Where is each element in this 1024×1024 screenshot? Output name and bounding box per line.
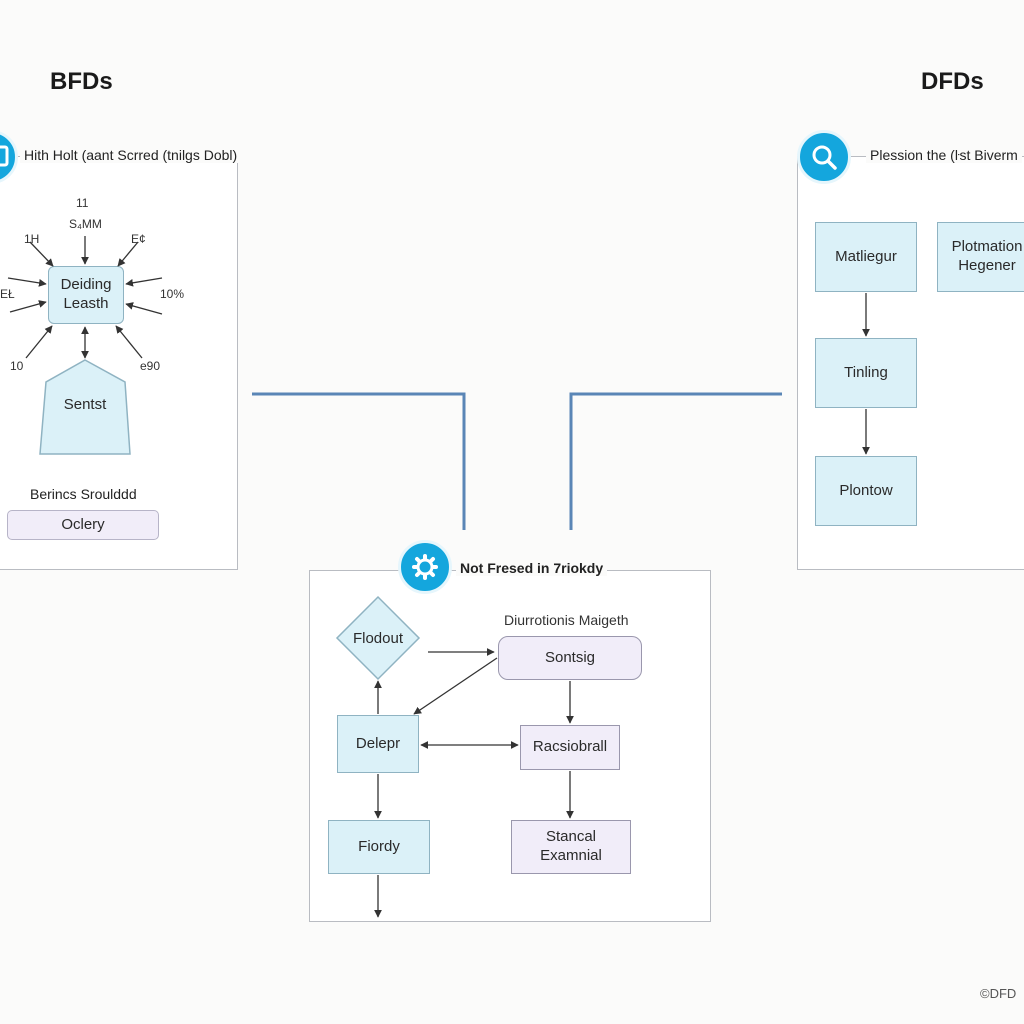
connector-left (252, 392, 466, 530)
fiordy-box: Fiordy (328, 820, 430, 874)
dfd-panel-title: Plession the (ŀst Biverm (866, 147, 1022, 163)
label-bottom-right: e90 (140, 359, 161, 373)
oclery-bar: Oclery (7, 510, 159, 540)
label-bottom-left: 10 (10, 359, 24, 373)
bfd-caption: Berincs Sroulddd (30, 486, 137, 502)
central-process-box: Deiding Leasth (48, 266, 124, 324)
connector-right (569, 392, 782, 530)
center-panel-title: Not Fresed in 7riokdy (456, 560, 608, 576)
diamond-label: Flodout (352, 629, 404, 647)
sontsig-box: Sontsig (498, 636, 642, 680)
label-left: EŁ (0, 287, 15, 301)
flodout-diamond (335, 595, 421, 681)
racsiobrall-box: Racsiobrall (520, 725, 620, 770)
label-top-right: E¢ (131, 232, 146, 246)
pentagon-label: Sentst (63, 395, 107, 413)
bfds-heading: BFDs (50, 68, 113, 95)
center-subtitle: Diurrotionis Maigeth (504, 612, 629, 628)
plotmation-box: Plotmation Hegener (937, 222, 1024, 292)
matliegur-box: Matliegur (815, 222, 917, 292)
plontow-box: Plontow (815, 456, 917, 526)
search-icon (797, 130, 851, 184)
label-top-left: 1H (24, 232, 40, 246)
label-top2: S₄MM (69, 217, 102, 231)
footer-watermark: ©DFD (980, 986, 1017, 1001)
bfd-panel (0, 156, 238, 570)
delepr-box: Delepr (337, 715, 419, 773)
bfd-panel-title: Hith Holt (aant Scrred (tnilgs Dobl) (20, 147, 242, 163)
gear-icon (398, 540, 452, 594)
label-top1: 11 (76, 196, 89, 210)
stancal-box: Stancal Examnial (511, 820, 631, 874)
tinling-box: Tinling (815, 338, 917, 408)
label-right: 10% (160, 287, 185, 301)
sentst-pentagon (39, 359, 131, 455)
dfds-heading: DFDs (921, 68, 984, 95)
